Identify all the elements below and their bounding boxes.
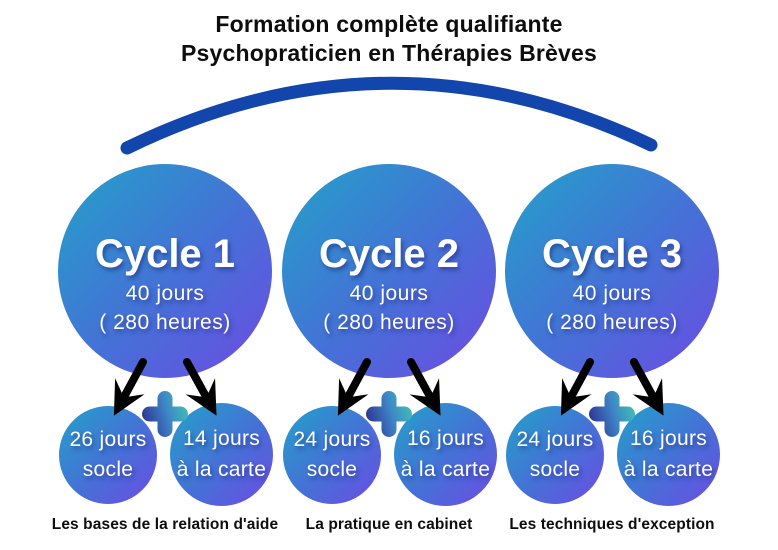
cycle-1-arrows-icon (113, 358, 217, 416)
cycle-1-hours: ( 280 heures) (99, 311, 231, 334)
cycle-1-socle-days: 26 jours (69, 427, 147, 451)
page-title: Formation complète qualifiante Psychopra… (0, 10, 778, 68)
cycle-3-carte-days: 16 jours (629, 427, 708, 451)
cycle-group-2: Cycle 2 40 jours ( 280 heures) (274, 164, 504, 544)
cycle-3-days: 40 jours (572, 282, 652, 305)
cycle-1-carte-circle: 14 jours à la carte (170, 403, 273, 506)
cycle-2-circle-content: Cycle 2 40 jours ( 280 heures) (319, 207, 459, 335)
plus-icon (366, 391, 412, 437)
cycle-2-carte-label: à la carte (400, 457, 491, 481)
cycle-1-circle-content: Cycle 1 40 jours ( 280 heures) (95, 207, 235, 335)
plus-icon (142, 391, 188, 437)
cycle-1-days: 40 jours (125, 282, 205, 305)
cycle-3-arrows-icon (560, 358, 664, 416)
cycle-3-carte-circle: 16 jours à la carte (617, 403, 720, 506)
cycle-3-socle-circle: 24 jours socle (506, 406, 604, 504)
cycle-3-carte-label: à la carte (623, 457, 714, 481)
cycle-1-socle-circle: 26 jours socle (59, 406, 157, 504)
cycle-group-1: Cycle 1 40 jours ( 280 heures) (50, 164, 280, 544)
title-line-2: Psychopraticien en Thérapies Brèves (180, 40, 598, 66)
cycle-1-circle: Cycle 1 40 jours ( 280 heures) (58, 164, 272, 378)
cycle-3-socle-days: 24 jours (516, 427, 594, 451)
cycle-1-carte-label: à la carte (176, 457, 267, 481)
cycle-3-circle-content: Cycle 3 40 jours ( 280 heures) (542, 207, 682, 335)
cycle-3-socle-label: socle (529, 458, 581, 481)
cycle-3-circle: Cycle 3 40 jours ( 280 heures) (505, 164, 719, 378)
arc-connector-icon (120, 76, 658, 155)
cycle-1-title: Cycle 1 (94, 232, 236, 276)
cycle-2-caption: La pratique en cabinet (305, 516, 473, 533)
cycle-2-hours: ( 280 heures) (323, 311, 455, 334)
cycle-3-title: Cycle 3 (541, 232, 683, 276)
cycle-2-carte-circle: 16 jours à la carte (394, 403, 497, 506)
cycle-2-arrows-icon (337, 358, 441, 416)
cycle-2-socle-days: 24 jours (293, 427, 371, 451)
cycle-2-socle-circle: 24 jours socle (283, 406, 381, 504)
plus-icon (589, 391, 635, 437)
cycle-3-caption: Les techniques d'exception (509, 516, 715, 533)
cycle-2-circle: Cycle 2 40 jours ( 280 heures) (282, 164, 496, 378)
cycle-2-days: 40 jours (349, 282, 429, 305)
cycle-2-title: Cycle 2 (318, 232, 460, 276)
cycle-2-socle-label: socle (306, 458, 358, 481)
cycle-3-hours: ( 280 heures) (546, 311, 678, 334)
cycle-1-caption: Les bases de la relation d'aide (51, 516, 279, 533)
cycle-1-socle-label: socle (82, 458, 134, 481)
cycle-2-carte-days: 16 jours (406, 427, 485, 451)
cycle-1-carte-days: 14 jours (182, 427, 261, 451)
title-line-1: Formation complète qualifiante (215, 11, 563, 37)
cycle-group-3: Cycle 3 40 jours ( 280 heures) (497, 164, 727, 544)
